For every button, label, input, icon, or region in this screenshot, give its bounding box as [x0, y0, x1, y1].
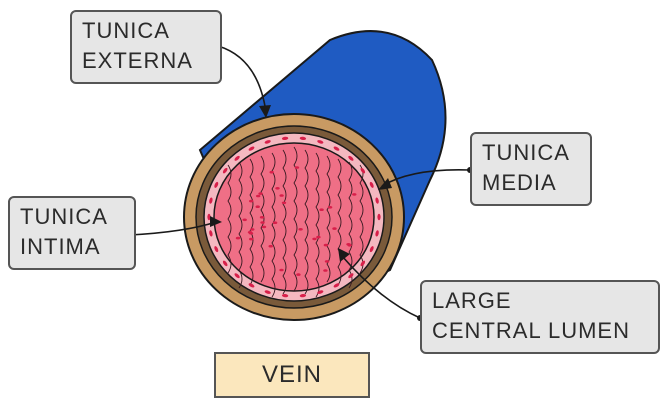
lumen-cell — [249, 238, 253, 241]
label-line: TUNICA — [20, 202, 124, 232]
lumen-cell — [236, 237, 240, 240]
lumen-cell — [298, 228, 302, 231]
lumen-cell — [243, 219, 247, 222]
lumen-cell — [256, 195, 260, 198]
lumen-cell — [279, 269, 283, 272]
lumen-cell — [273, 221, 277, 224]
lumen-cell — [279, 194, 283, 197]
lumen-cell — [324, 244, 328, 247]
intima-cell — [377, 214, 380, 220]
label-tunica-media: TUNICA MEDIA — [470, 132, 592, 206]
label-line: TUNICA — [482, 138, 580, 168]
lumen-cell — [249, 232, 253, 235]
lumen-cell — [325, 260, 329, 263]
lumen-cell — [262, 226, 266, 229]
lumen-cell — [312, 238, 316, 241]
label-line: LARGE — [432, 286, 648, 316]
lumen-cell — [275, 187, 279, 190]
label-line: MEDIA — [482, 168, 580, 198]
label-line: TUNICA — [82, 16, 210, 46]
lumen-cell — [332, 227, 336, 230]
label-tunica-externa: TUNICA EXTERNA — [70, 10, 222, 84]
lumen-cell — [282, 202, 286, 205]
diagram-title: VEIN — [214, 352, 370, 398]
lumen-cell — [260, 221, 264, 224]
label-line: EXTERNA — [82, 46, 210, 76]
label-line: CENTRAL LUMEN — [432, 316, 648, 346]
lumen-cell — [328, 206, 332, 209]
label-tunica-intima: TUNICA INTIMA — [8, 196, 136, 270]
lumen-cell — [295, 166, 299, 169]
lumen-cell — [296, 273, 300, 276]
label-line: INTIMA — [20, 232, 124, 262]
lumen-cell — [270, 171, 274, 174]
lumen-cell — [316, 236, 320, 239]
lumen-cell — [269, 245, 273, 248]
lumen-cell — [352, 193, 356, 196]
lumen-cell — [250, 228, 254, 231]
lumen-cell — [258, 192, 262, 195]
lumen-cell — [348, 244, 352, 247]
lumen-cell — [260, 216, 264, 219]
lumen-cell — [256, 205, 260, 208]
lumen-cell — [319, 208, 323, 211]
label-lumen: LARGE CENTRAL LUMEN — [420, 280, 660, 354]
lumen-cell — [323, 269, 327, 272]
lumen-cell — [249, 200, 253, 203]
